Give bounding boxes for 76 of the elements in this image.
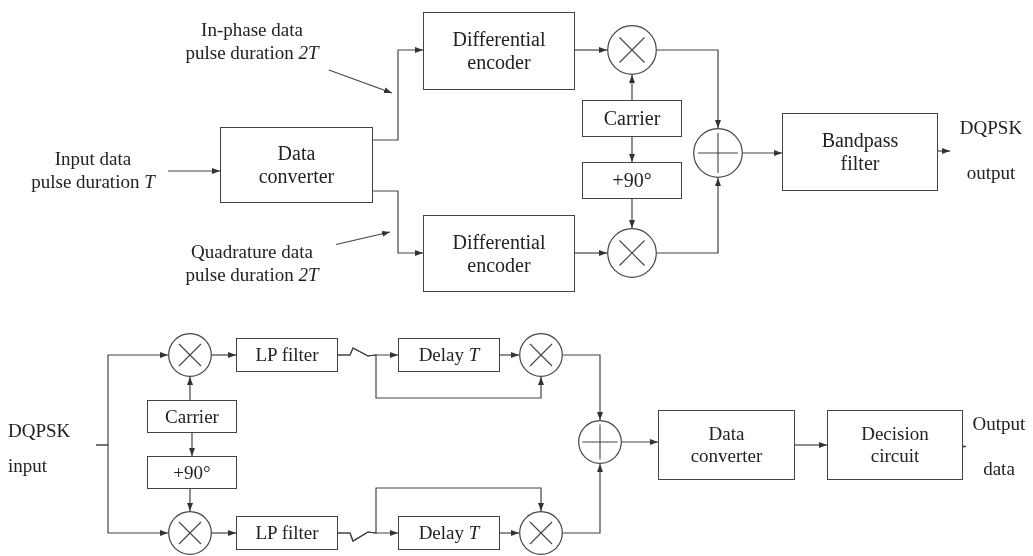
block-label: Carrier: [165, 405, 219, 428]
signal-label: Quadrature data: [191, 241, 313, 264]
process-box: [220, 127, 373, 203]
arrow: [574, 250, 608, 256]
leader-line: [335, 230, 391, 246]
multiplier-circle: [519, 511, 563, 555]
process-box: [236, 516, 338, 550]
block-label: Data converter: [257, 142, 336, 188]
signal-label: output: [966, 162, 1016, 185]
process-box: [398, 338, 500, 372]
arrow: [629, 74, 635, 101]
arrow: [211, 530, 237, 536]
arrow: [574, 47, 608, 53]
process-box: [582, 100, 682, 137]
process-box: [423, 215, 575, 292]
block-label: Differential encoder: [451, 230, 547, 277]
summer-circle: [693, 128, 743, 178]
arrow: [211, 352, 237, 358]
process-box: [147, 400, 237, 433]
multiplier-circle: [607, 228, 657, 278]
signal-label: DQPSK: [8, 420, 71, 443]
arrow: [742, 150, 783, 156]
arrow: [189, 432, 195, 457]
signal-label: pulse duration T: [31, 171, 155, 194]
block-label: +90°: [173, 461, 211, 484]
signal-label: pulse duration 2T: [185, 264, 319, 287]
block-label: LP filter: [255, 522, 319, 544]
arrow: [937, 148, 951, 154]
block-label: Differential encoder: [451, 28, 547, 74]
arrow: [372, 190, 424, 256]
signal-label: Output: [972, 413, 1026, 436]
arrow: [499, 530, 520, 536]
process-box: [582, 162, 682, 199]
signal-label: data: [983, 458, 1015, 481]
signal-label: input: [8, 455, 48, 478]
arrow: [337, 487, 544, 542]
multiplier-circle: [168, 511, 212, 555]
signal-label: DQPSK: [959, 117, 1023, 140]
arrow: [499, 352, 520, 358]
leader-line: [328, 69, 393, 94]
process-box: [782, 113, 938, 191]
arrow: [562, 463, 603, 534]
arrow: [629, 198, 635, 229]
arrow: [562, 354, 603, 421]
process-box: [423, 12, 575, 90]
multiplier-circle: [607, 25, 657, 75]
arrow: [621, 439, 659, 445]
arrow: [656, 177, 721, 254]
block-label: +90°: [612, 169, 652, 192]
arrow: [794, 442, 828, 448]
process-box: [236, 338, 338, 372]
arrow: [337, 347, 544, 399]
arrow: [95, 444, 169, 536]
arrow: [167, 168, 221, 174]
process-box: [658, 410, 795, 480]
block-label: Data converter: [689, 423, 764, 467]
signal-label: In-phase data: [201, 19, 303, 42]
block-label: Carrier: [603, 107, 661, 130]
block-label: Decision circuit: [860, 423, 930, 467]
block-label: Delay T: [418, 522, 480, 544]
multiplier-circle: [519, 333, 563, 377]
signal-label: Input data: [54, 148, 132, 171]
arrow: [656, 49, 721, 129]
process-box: [147, 456, 237, 489]
multiplier-circle: [168, 333, 212, 377]
process-box: [827, 410, 963, 480]
summer-circle: [578, 420, 622, 464]
arrow: [629, 136, 635, 163]
process-box: [398, 516, 500, 550]
block-label: LP filter: [255, 344, 319, 366]
arrow: [372, 47, 424, 141]
arrow: [187, 376, 193, 401]
arrow: [187, 488, 193, 512]
block-label: Bandpass filter: [820, 129, 900, 175]
block-label: Delay T: [418, 344, 480, 366]
signal-label: pulse duration 2T: [185, 42, 319, 65]
